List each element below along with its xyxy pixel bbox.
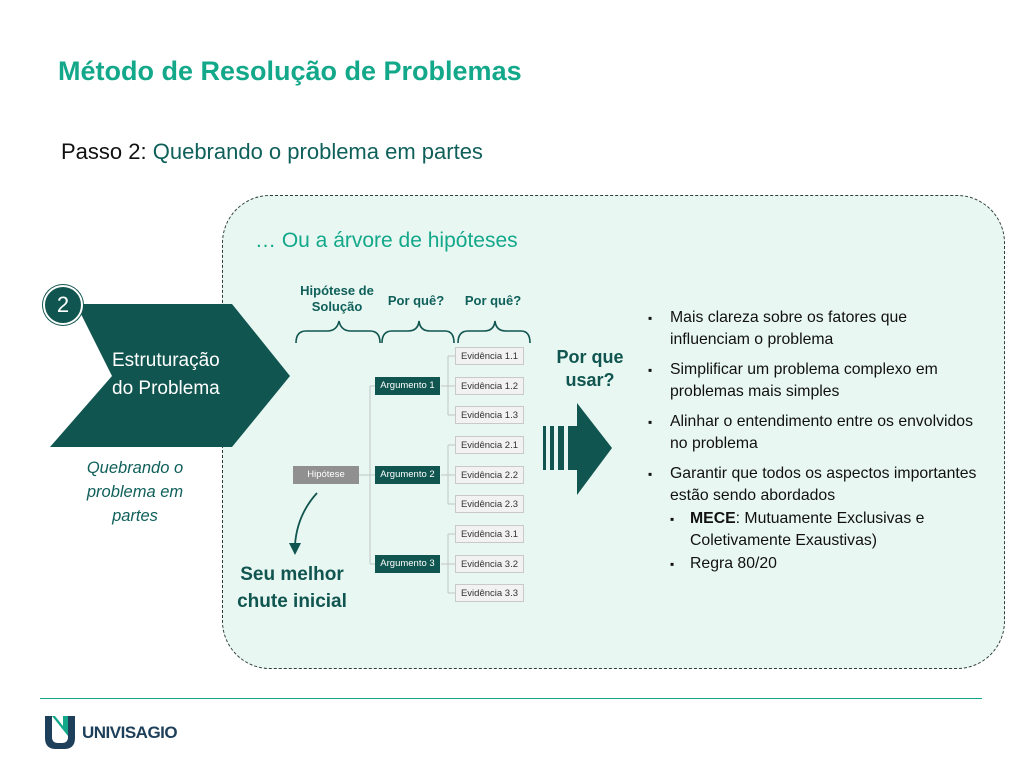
chevron-label: Estruturação do Problema [112,347,262,403]
column-header-why-1: Por quê? [387,293,445,308]
chevron-label-line: Estruturação [112,350,220,371]
column-header-line: Hipótese de [300,283,374,298]
footer-divider [40,698,982,699]
column-header-why-2: Por quê? [464,293,522,308]
list-item-text: Garantir que todos os aspectos important… [670,465,977,504]
mece-term: MECE [690,510,736,527]
mece-definition: : Mutuamente Exclusivas e Coletivamente … [690,510,925,549]
column-header-hypothesis: Hipótese de Solução [287,283,387,315]
panel-heading: … Ou a árvore de hipóteses [255,229,518,252]
evidence-node: Evidência 2.3 [455,495,524,513]
sub-list-item-rule: Regra 80/20 [670,553,988,575]
tree-lines [359,355,455,594]
column-header-line: Solução [311,299,363,314]
evidence-node: Evidência 3.1 [455,525,524,543]
evidence-node: Evidência 1.1 [455,347,524,365]
list-item: Mais clareza sobre os fatores que influe… [648,307,988,351]
curved-arrow-icon [289,492,318,555]
caption-line: Quebrando o [86,459,184,477]
left-caption: Quebrando o problema em partes [67,456,203,528]
best-guess-line: chute inicial [237,591,347,612]
evidence-node: Evidência 1.3 [455,406,524,424]
evidence-node: Evidência 3.3 [455,584,524,602]
chevron-label-line: do Problema [112,378,220,399]
caption-line: partes [112,507,158,525]
best-guess-line: Seu melhor [240,564,344,585]
striped-arrow-icon [543,403,612,495]
list-item: Garantir que todos os aspectos important… [648,463,988,575]
argument-node: Argumento 2 [375,466,440,484]
why-use-label: Por que usar? [540,346,640,392]
list-item: Alinhar o entendimento entre os envolvid… [648,411,988,455]
why-use-line: usar? [565,370,615,390]
list-item: Simplificar um problema complexo em prob… [648,359,988,403]
evidence-node: Evidência 3.2 [455,555,524,573]
evidence-node: Evidência 2.1 [455,436,524,454]
evidence-node: Evidência 2.2 [455,466,524,484]
univisagio-logo-icon [45,716,75,749]
evidence-node: Evidência 1.2 [455,377,524,395]
best-guess-label: Seu melhor chute inicial [228,561,356,615]
logo-text: UNIVISAGIO [82,723,178,742]
hypothesis-node: Hipótese [293,466,359,484]
page-title: Método de Resolução de Problemas [58,56,522,86]
argument-node: Argumento 3 [375,555,440,573]
step-number-badge: 2 [43,285,83,325]
sub-list-item-mece: MECE: Mutuamente Exclusivas e Coletivame… [670,508,988,552]
argument-node: Argumento 1 [375,377,440,395]
benefits-list: Mais clareza sobre os fatores que influe… [648,307,988,575]
column-braces [295,320,531,344]
why-use-line: Por que [556,347,624,367]
rule-text: Regra 80/20 [690,555,777,572]
caption-line: problema em [86,483,184,501]
chevron-shape [50,304,290,447]
page-subtitle: Passo 2: Quebrando o problema em partes [61,139,483,165]
subtitle-text: Quebrando o problema em partes [152,139,483,164]
subtitle-step: Passo 2: [61,139,147,164]
